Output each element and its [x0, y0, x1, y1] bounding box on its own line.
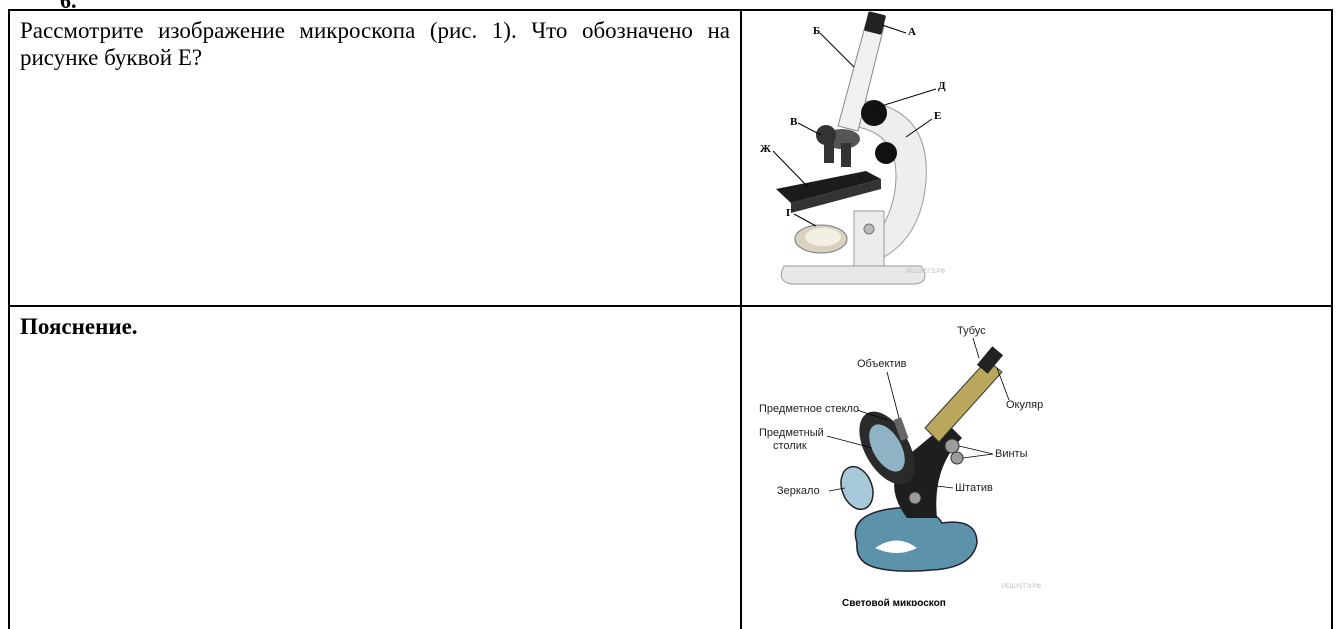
explanation-row: Пояснение. — [9, 306, 1332, 629]
label-screws: Винты — [995, 448, 1028, 460]
label-mirror: Зеркало — [777, 485, 820, 497]
explanation-title: Пояснение. — [20, 313, 730, 340]
question-row: Рассмотрите изображение микроскопа (рис.… — [9, 10, 1332, 306]
label-a: А — [908, 26, 916, 38]
label-stand: Штатив — [955, 482, 993, 494]
explanation-cell: Пояснение. — [9, 306, 741, 629]
label-zh: Ж — [760, 143, 771, 155]
label-d: Д — [938, 80, 946, 92]
question-table: Рассмотрите изображение микроскопа (рис.… — [8, 9, 1333, 629]
label-tubus: Тубус — [957, 325, 986, 337]
label-stage-line2: столик — [773, 440, 807, 452]
labeled-microscope-diagram: Тубус Объектив Окуляр Предметное стекло … — [747, 308, 1065, 606]
question-cell: Рассмотрите изображение микроскопа (рис.… — [9, 10, 741, 306]
label-objective: Объектив — [857, 358, 907, 370]
question-text: Рассмотрите изображение микроскопа (рис.… — [20, 17, 730, 71]
microscope-photo: Б А Д Е В Ж Г РЕШУЕГЭ.РФ — [746, 11, 956, 291]
label-e: Е — [934, 110, 941, 122]
label-v: В — [790, 116, 798, 128]
question-image-cell: Б А Д Е В Ж Г РЕШУЕГЭ.РФ — [741, 10, 1332, 306]
label-slide: Предметное стекло — [759, 403, 859, 415]
watermark-1: РЕШУЕГЭ.РФ — [906, 269, 945, 275]
label-eyepiece: Окуляр — [1006, 399, 1043, 411]
label-g: Г — [786, 207, 793, 219]
diagram-caption: Световой микроскоп — [842, 598, 946, 606]
explanation-image-cell: Тубус Объектив Окуляр Предметное стекло … — [741, 306, 1332, 629]
watermark-2: РЕШУЕГЭ.РФ — [1002, 584, 1041, 590]
label-b: Б — [813, 25, 820, 37]
label-stage-line1: Предметный — [759, 427, 824, 439]
